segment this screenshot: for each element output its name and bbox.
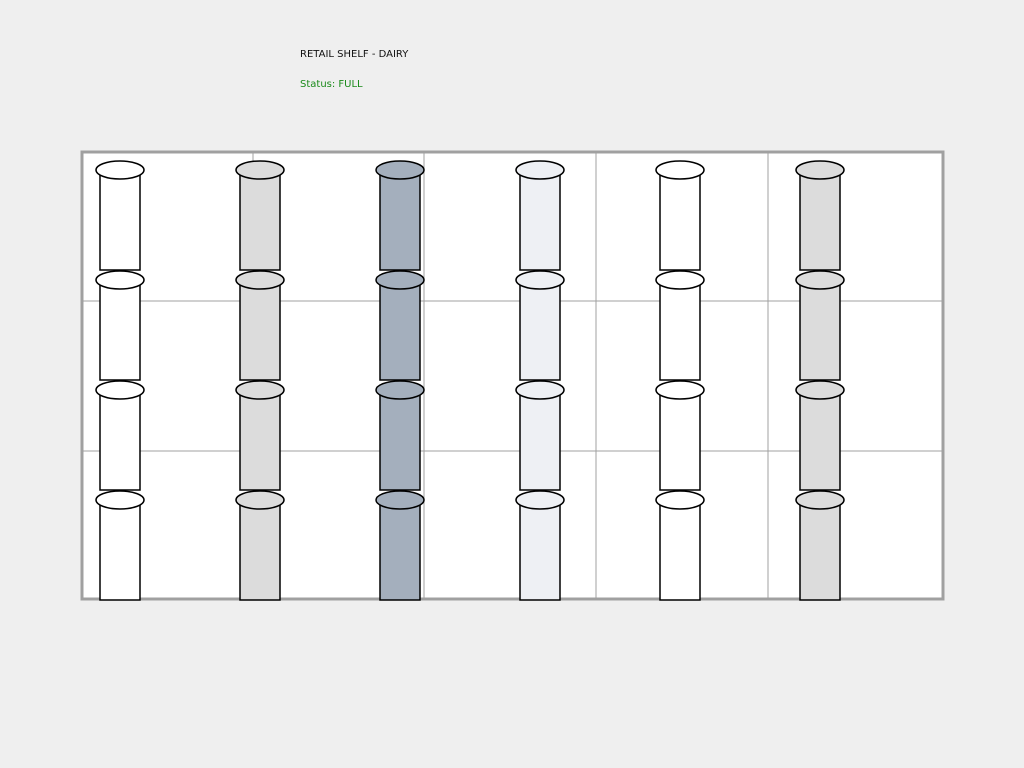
can-lid (95, 490, 145, 510)
pale-blue-can (515, 270, 565, 381)
can-body (659, 279, 701, 381)
pale-blue-can (515, 490, 565, 601)
white-can (655, 160, 705, 271)
light-gray-can (235, 160, 285, 271)
white-can (655, 270, 705, 381)
can-lid (235, 160, 285, 180)
shelf-status: Status: FULL (300, 79, 363, 90)
light-gray-can (795, 160, 845, 271)
shelf-dividers (83, 153, 942, 598)
pale-blue-can (515, 380, 565, 491)
can-body (799, 389, 841, 491)
slate-blue-can (375, 270, 425, 381)
slate-blue-can (375, 160, 425, 271)
can-body (99, 499, 141, 601)
can-body (99, 169, 141, 271)
can-lid (655, 160, 705, 180)
can-lid (375, 490, 425, 510)
can-body (239, 169, 281, 271)
can-body (659, 499, 701, 601)
can-body (379, 169, 421, 271)
pale-blue-can (515, 160, 565, 271)
can-lid (235, 380, 285, 400)
can-lid (95, 270, 145, 290)
can-body (519, 169, 561, 271)
can-lid (375, 380, 425, 400)
white-can (95, 270, 145, 381)
can-body (519, 389, 561, 491)
can-body (799, 499, 841, 601)
can-lid (515, 270, 565, 290)
can-body (379, 499, 421, 601)
can-body (239, 499, 281, 601)
can-body (379, 389, 421, 491)
light-gray-can (235, 270, 285, 381)
can-lid (375, 270, 425, 290)
white-can (655, 490, 705, 601)
can-lid (375, 160, 425, 180)
white-can (95, 490, 145, 601)
can-lid (235, 490, 285, 510)
can-lid (515, 490, 565, 510)
can-lid (515, 160, 565, 180)
can-lid (655, 380, 705, 400)
light-gray-can (235, 380, 285, 491)
can-body (519, 279, 561, 381)
can-lid (95, 160, 145, 180)
can-body (799, 169, 841, 271)
can-lid (655, 270, 705, 290)
can-lid (95, 380, 145, 400)
can-lid (235, 270, 285, 290)
can-body (659, 169, 701, 271)
white-can (655, 380, 705, 491)
white-can (95, 380, 145, 491)
can-body (239, 279, 281, 381)
light-gray-can (795, 270, 845, 381)
can-lid (515, 380, 565, 400)
slate-blue-can (375, 490, 425, 601)
light-gray-can (235, 490, 285, 601)
can-body (379, 279, 421, 381)
light-gray-can (795, 380, 845, 491)
light-gray-can (795, 490, 845, 601)
can-lid (795, 490, 845, 510)
can-body (99, 279, 141, 381)
can-lid (795, 160, 845, 180)
can-lid (655, 490, 705, 510)
can-body (659, 389, 701, 491)
shelf-title: RETAIL SHELF - DAIRY (300, 49, 409, 60)
can-body (799, 279, 841, 381)
slate-blue-can (375, 380, 425, 491)
can-body (519, 499, 561, 601)
can-lid (795, 270, 845, 290)
product-cans (95, 160, 845, 601)
can-body (239, 389, 281, 491)
white-can (95, 160, 145, 271)
can-lid (795, 380, 845, 400)
can-body (99, 389, 141, 491)
